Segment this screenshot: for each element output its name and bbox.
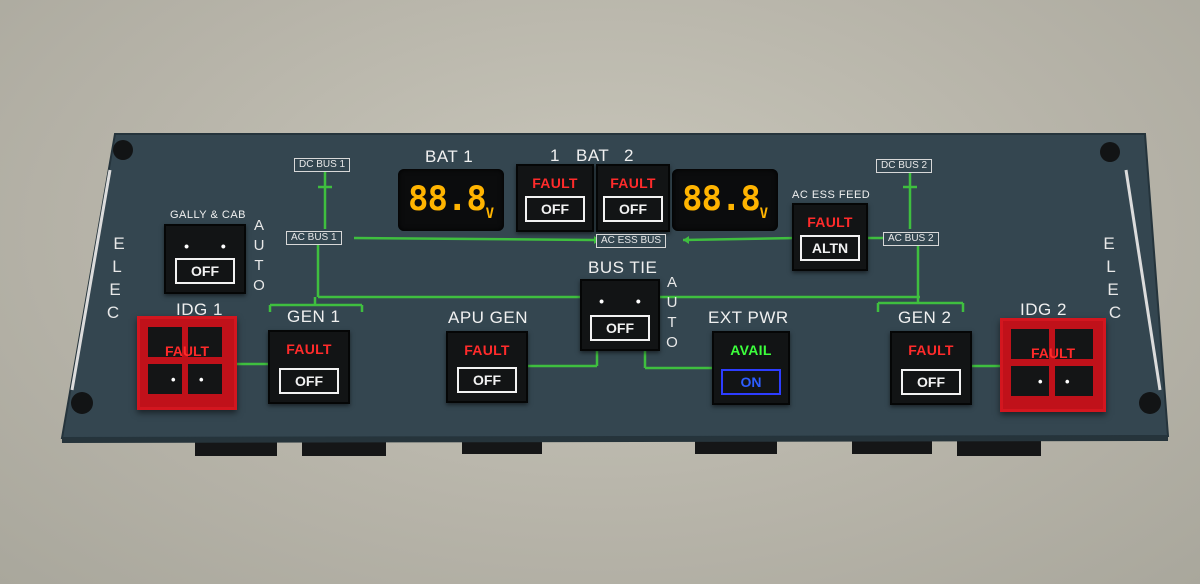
dc-bus-2-label: DC BUS 2	[876, 159, 933, 173]
idg2-label: IDG 2	[1020, 300, 1067, 319]
gen2-label: GEN 2	[898, 308, 952, 327]
bat-section-1-label: 1	[550, 146, 560, 165]
bat1-voltage-value: 88.8	[408, 179, 487, 219]
gen2-fault-light: FAULT	[908, 342, 954, 358]
bus-tie-label: BUS TIE	[588, 258, 658, 277]
bat1-fault-light: FAULT	[532, 175, 578, 191]
gally-cab-pushbutton[interactable]: • • OFF	[164, 224, 246, 294]
idg2-quadrant	[1055, 366, 1093, 396]
gally-cab-indicator-dots: • •	[184, 238, 240, 254]
gally-cab-label: GALLY & CAB	[170, 209, 247, 221]
idg2-guarded-pushbutton[interactable]: FAULT • •	[1000, 318, 1106, 412]
bat2-off-light: OFF	[603, 196, 663, 222]
ext-pwr-on-light: ON	[721, 369, 781, 395]
idg1-fault-light: FAULT	[164, 343, 210, 359]
apu-gen-pushbutton[interactable]: FAULT OFF	[446, 331, 528, 403]
elec-letter: C	[106, 303, 120, 322]
idg1-dot-left: •	[171, 372, 176, 387]
elec-letter: L	[112, 257, 122, 276]
bat2-voltage-value: 88.8	[682, 179, 761, 219]
gen2-pushbutton[interactable]: FAULT OFF	[890, 331, 972, 405]
idg2-quadrant	[1011, 329, 1049, 359]
bat1-label: BAT 1	[425, 147, 474, 166]
elec-letter: L	[1106, 257, 1116, 276]
ext-pwr-avail-light: AVAIL	[730, 342, 772, 358]
idg1-quadrant	[148, 327, 182, 357]
auto-letter: O	[666, 334, 678, 351]
idg1-quadrant	[188, 364, 222, 394]
ext-pwr-label: EXT PWR	[708, 308, 789, 327]
bat1-off-light: OFF	[525, 196, 585, 222]
ac-ess-feed-pushbutton[interactable]: FAULT ALTN	[792, 203, 868, 271]
idg1-label: IDG 1	[176, 300, 223, 319]
gally-cab-off-light: OFF	[175, 258, 235, 284]
bat2-fault-light: FAULT	[610, 175, 656, 191]
elec-letter: E	[1107, 280, 1119, 299]
bat1-voltage-display: 88.8 V	[398, 169, 504, 231]
ac-bus-1-label: AC BUS 1	[286, 231, 342, 245]
gen1-label: GEN 1	[287, 307, 341, 326]
ac-ess-bus-label: AC ESS BUS	[596, 234, 667, 248]
gally-cab-auto-label: A U T O	[250, 216, 268, 296]
idg1-dot-right: •	[199, 372, 204, 387]
elec-letter: C	[1108, 303, 1122, 322]
gen1-off-light: OFF	[279, 368, 339, 394]
apu-gen-off-light: OFF	[457, 367, 517, 393]
bus-tie-auto-label: A U T O	[663, 273, 681, 353]
auto-letter: T	[254, 257, 264, 274]
auto-letter: A	[253, 217, 264, 234]
auto-letter: U	[253, 237, 265, 254]
bat2-pushbutton[interactable]: FAULT OFF	[596, 164, 670, 232]
bat2-voltage-unit: V	[759, 206, 768, 222]
apu-gen-fault-light: FAULT	[464, 342, 510, 358]
apu-gen-label: APU GEN	[448, 308, 529, 327]
elec-letter: E	[1103, 234, 1115, 253]
ac-ess-feed-fault-light: FAULT	[807, 214, 853, 230]
idg1-guarded-pushbutton[interactable]: FAULT • •	[137, 316, 237, 410]
idg2-quadrant	[1055, 329, 1093, 359]
bus-tie-pushbutton[interactable]: • • OFF	[580, 279, 660, 351]
bus-tie-off-light: OFF	[590, 315, 650, 341]
bat-section-2-label: 2	[624, 146, 634, 165]
idg2-quadrant	[1011, 366, 1049, 396]
auto-letter: O	[253, 277, 265, 294]
idg2-dot-left: •	[1038, 374, 1043, 389]
bat1-pushbutton[interactable]: FAULT OFF	[516, 164, 594, 232]
elec-letter: E	[113, 234, 125, 253]
bat1-voltage-unit: V	[485, 206, 494, 222]
ac-ess-feed-altn-light: ALTN	[800, 235, 860, 261]
auto-letter: U	[666, 294, 678, 311]
bus-tie-indicator-dots: • •	[599, 293, 655, 309]
gen1-fault-light: FAULT	[286, 341, 332, 357]
gen2-off-light: OFF	[901, 369, 961, 395]
gen1-pushbutton[interactable]: FAULT OFF	[268, 330, 350, 404]
ac-bus-2-label: AC BUS 2	[883, 232, 939, 246]
auto-letter: T	[667, 314, 677, 331]
idg1-quadrant	[188, 327, 222, 357]
ac-ess-feed-label: AC ESS FEED	[792, 189, 871, 201]
dc-bus-1-label: DC BUS 1	[294, 158, 351, 172]
elec-letter: E	[109, 280, 121, 299]
bat2-voltage-display: 88.8 V	[672, 169, 778, 231]
idg2-dot-right: •	[1065, 374, 1070, 389]
auto-letter: A	[666, 274, 677, 291]
ext-pwr-pushbutton[interactable]: AVAIL ON	[712, 331, 790, 405]
bat-section-label: BAT	[576, 146, 610, 165]
idg2-fault-light: FAULT	[1030, 345, 1076, 361]
idg1-quadrant	[148, 364, 182, 394]
